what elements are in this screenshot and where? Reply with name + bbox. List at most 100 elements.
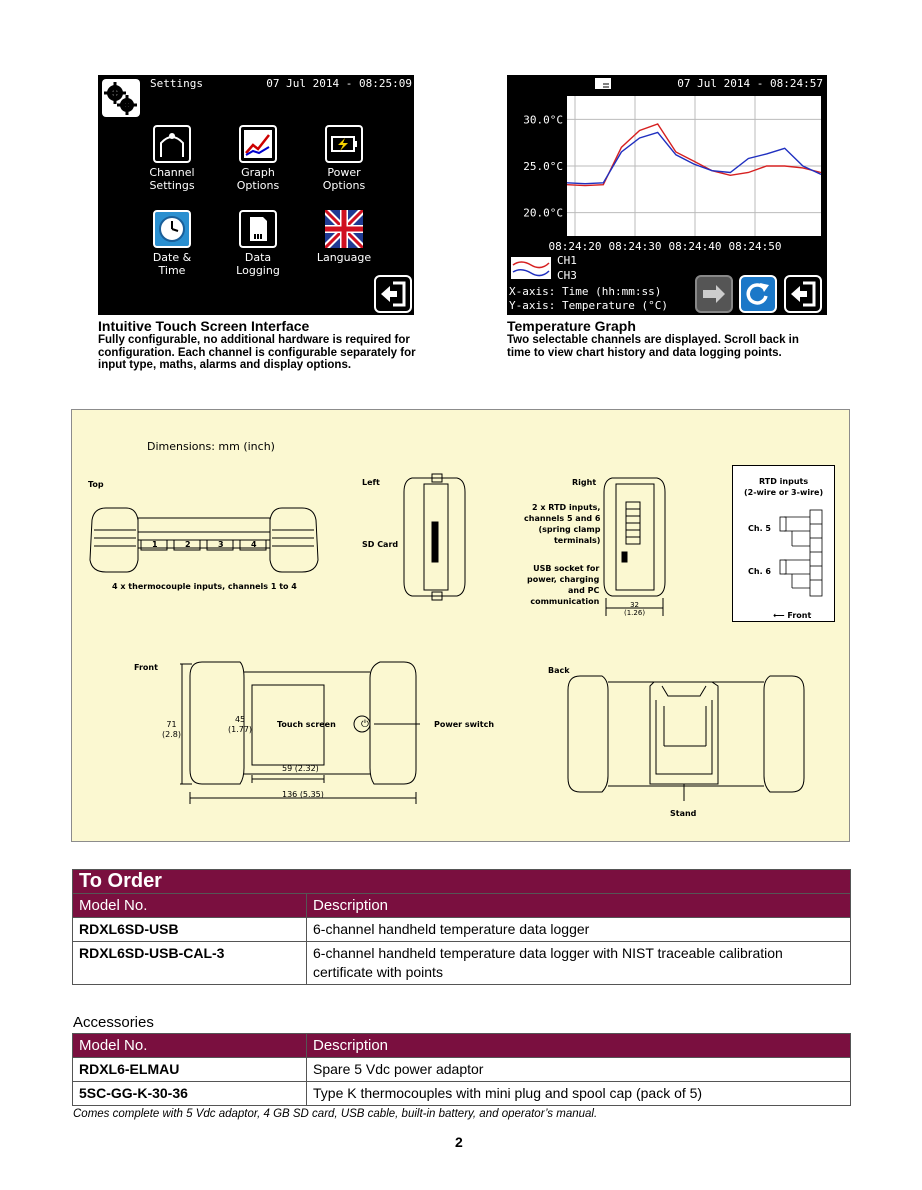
menu-data-logging[interactable]: Data Logging: [218, 210, 298, 277]
description: Type K thermocouples with mini plug and …: [306, 1081, 851, 1106]
power-switch-icon[interactable]: ⏻: [361, 719, 369, 730]
top-label: Top: [88, 480, 104, 489]
total-width-dimension: 136 (5.35): [282, 790, 324, 799]
data-logging-points-button[interactable]: [695, 275, 733, 313]
left-view-drawing: [403, 473, 466, 601]
menu-label: Language: [316, 251, 372, 264]
front-view-drawing: [180, 661, 420, 804]
x-tick-label: 08:24:30: [609, 240, 662, 253]
settings-gear-icon[interactable]: [102, 79, 140, 117]
usb-socket-label: USB socket for power, charging and PC co…: [527, 564, 600, 606]
settings-datetime: 07 Jul 2014 - 08:25:09: [266, 77, 412, 90]
clock-icon: [153, 210, 191, 248]
yaxis-description: Y-axis: Temperature (°C): [509, 299, 668, 312]
caption-title: Intuitive Touch Screen Interface: [98, 318, 310, 334]
arrow-left-icon: ⟵: [773, 611, 788, 620]
series-line-ch3: [566, 131, 822, 185]
page-number: 2: [455, 1134, 463, 1150]
touch-screen-label: Touch screen: [277, 720, 336, 729]
settings-title: Settings: [150, 77, 203, 90]
menu-label: Channel Settings: [149, 166, 195, 192]
front-arrow-label: ⟵ Front: [762, 602, 811, 629]
menu-channel-settings[interactable]: Channel Settings: [132, 125, 212, 192]
right-width-dimension: 32 (1.26): [624, 601, 646, 617]
graph-datetime: 07 Jul 2014 - 08:24:57: [677, 77, 823, 90]
menu-icon[interactable]: [595, 78, 611, 91]
model-number: RDXL6SD-USB-CAL-3: [72, 941, 307, 985]
exit-icon: [791, 281, 816, 307]
accessories-table: Model No. Description RDXL6-ELMAU Spare …: [72, 1033, 851, 1106]
top-view-drawing: [89, 507, 319, 573]
menu-label: Data Logging: [236, 251, 280, 277]
arrow-right-icon: [703, 285, 725, 303]
front-arrow-text: Front: [787, 611, 812, 620]
model-number: RDXL6-ELMAU: [72, 1057, 307, 1082]
col-description-header: Description: [306, 1033, 851, 1058]
back-label: Back: [548, 666, 570, 675]
caption-body: Two selectable channels are displayed. S…: [507, 334, 799, 359]
stand-label: Stand: [670, 809, 697, 818]
screen-width-dimension: 59 (2.32): [282, 764, 319, 773]
col-model-header: Model No.: [72, 893, 307, 918]
table-row: RDXL6SD-USB-CAL-3 6-channel handheld tem…: [72, 941, 851, 985]
x-tick-label: 08:24:20: [549, 240, 602, 253]
thermocouple-inputs-label: 4 x thermocouple inputs, channels 1 to 4: [112, 582, 297, 591]
col-description-header: Description: [306, 893, 851, 918]
rtd-inputs-label: 2 x RTD inputs, channels 5 and 6 (spring…: [524, 503, 601, 545]
power-switch-label: Power switch: [434, 720, 495, 729]
menu-language[interactable]: Language: [304, 210, 384, 264]
col-model-header: Model No.: [72, 1033, 307, 1058]
height-dimension: 71 (2.8): [162, 720, 181, 739]
menu-power-options[interactable]: Power Options: [304, 125, 384, 192]
exit-button[interactable]: [374, 275, 412, 313]
refresh-icon: [746, 283, 769, 305]
menu-label: Date & Time: [152, 251, 192, 277]
menu-graph-options[interactable]: Graph Options: [218, 125, 298, 192]
power-options-icon: [325, 125, 363, 163]
exit-icon: [381, 281, 406, 307]
left-label: Left: [362, 478, 380, 487]
accessories-footnote: Comes complete with 5 Vdc adaptor, 4 GB …: [73, 1108, 598, 1120]
screen-height-dimension: 45 (1.77): [228, 715, 253, 734]
diagram-title: Dimensions: mm (inch): [147, 440, 275, 453]
table-row: RDXL6-ELMAU Spare 5 Vdc power adaptor: [72, 1057, 851, 1082]
right-view-drawing: [603, 477, 666, 616]
legend-ch1: CH1: [557, 254, 577, 267]
channel-settings-icon: [153, 125, 191, 163]
table-row: RDXL6SD-USB 6-channel handheld temperatu…: [72, 917, 851, 942]
y-tick-label: 25.0°C: [523, 160, 563, 173]
back-view-drawing: [567, 675, 805, 801]
menu-date-time[interactable]: Date & Time: [132, 210, 212, 277]
sd-card-icon: [239, 210, 277, 248]
caption-title: Temperature Graph: [507, 318, 636, 334]
legend-ch3: CH3: [557, 269, 577, 282]
ch5-label: Ch. 5: [748, 524, 771, 533]
menu-label: Graph Options: [236, 166, 280, 192]
ch6-label: Ch. 6: [748, 567, 771, 576]
y-tick-label: 20.0°C: [523, 207, 563, 220]
x-tick-label: 08:24:50: [729, 240, 782, 253]
channel-label: 3: [218, 540, 224, 549]
model-number: 5SC-GG-K-30-36: [72, 1081, 307, 1106]
description: 6-channel handheld temperature data logg…: [306, 917, 851, 942]
refresh-button[interactable]: [739, 275, 777, 313]
accessories-title: Accessories: [73, 1014, 154, 1031]
graph-caption: Temperature Graph Two selectable channel…: [507, 318, 817, 359]
exit-button[interactable]: [784, 275, 822, 313]
model-number: RDXL6SD-USB: [72, 917, 307, 942]
settings-screen: Settings 07 Jul 2014 - 08:25:09 Channel …: [98, 75, 414, 315]
description: 6-channel handheld temperature data logg…: [306, 941, 851, 985]
dimensions-diagram: Dimensions: mm (inch) Top 1 2 3 4 4 x th…: [71, 409, 850, 842]
sd-card-label: SD Card: [362, 540, 399, 549]
touchscreen-caption: Intuitive Touch Screen Interface Fully c…: [98, 318, 428, 372]
graph-options-icon: [239, 125, 277, 163]
rtd-wiring-drawing: [779, 509, 823, 597]
menu-label: Power Options: [322, 166, 366, 192]
uk-flag-icon: [325, 210, 363, 248]
caption-body: Fully configurable, no additional hardwa…: [98, 334, 416, 371]
description: Spare 5 Vdc power adaptor: [306, 1057, 851, 1082]
chart-legend: [511, 257, 551, 279]
order-table: To Order Model No. Description RDXL6SD-U…: [72, 869, 851, 985]
